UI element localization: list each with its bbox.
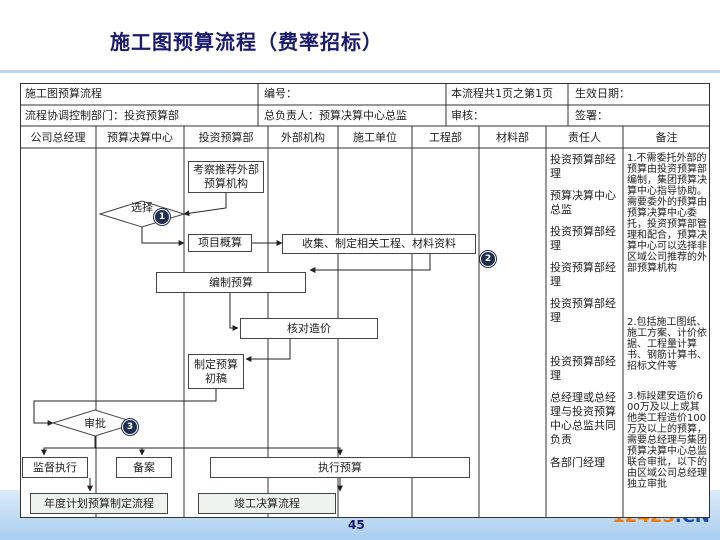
box-collect-materials: 收集、制定相关工程、材料资料 [282, 234, 476, 254]
responsible-5: 投资预算部经理 [550, 297, 616, 324]
lane-header-construction-unit: 施工单位 [353, 131, 397, 144]
responsible-8: 各部门经理 [550, 456, 605, 469]
box-project-estimate: 项目概算 [188, 234, 252, 252]
lane-header-materials: 材料部 [496, 131, 529, 144]
box-record: 备案 [116, 457, 172, 478]
box-execute-budget: 执行预算 [210, 457, 470, 478]
responsible-1: 投资预算部经理 [550, 153, 616, 180]
note-3: 3.标段建安造价600万及以上或其他类工程造价100万及以上的预算，需要总经理与… [627, 391, 707, 490]
flow-code: 编号： [264, 87, 297, 100]
responsible-7: 总经理或总经理与投资预算中心总监共同负责 [550, 391, 616, 446]
note-2: 2.包括施工图纸、施工方案、计价依据、工程量计算书、钢筋计算书、招标文件等 [627, 317, 707, 372]
lane-header-investment-budget: 投资预算部 [198, 131, 254, 144]
link-final-accounts-flow[interactable]: 竣工决算流程 [198, 493, 336, 514]
decision-approve-label: 审批 [84, 417, 106, 430]
lane-header-budget-center: 预算决算中心 [107, 131, 173, 144]
page-number: 45 [348, 518, 365, 532]
responsible-4: 投资预算部经理 [550, 261, 616, 288]
flowchart-table: 施工图预算流程 编号： 本流程共1页之第1页 生效日期： 流程协调控制部门：投资… [20, 83, 710, 518]
box-recommend-agency: 考察推荐外部预算机构 [188, 161, 264, 193]
box-draft-budget: 制定预算初稿 [188, 354, 244, 389]
table-border [20, 83, 710, 518]
note-1: 1.不需委托外部的预算由投资预算部编制，集团预算决算中心指导协助。需要委外的预算… [627, 153, 707, 274]
box-supervise: 监督执行 [22, 457, 88, 478]
flowchart-lines [20, 83, 710, 518]
note-badge-2: 2 [480, 251, 496, 267]
box-check-cost: 核对造价 [240, 318, 378, 339]
note-badge-3: 3 [122, 419, 138, 435]
responsible-6: 投资预算部经理 [550, 355, 616, 382]
control-department: 流程协调控制部门：投资预算部 [25, 109, 179, 122]
link-annual-budget-flow[interactable]: 年度计划预算制定流程 [30, 493, 168, 514]
lane-header-external-agency: 外部机构 [281, 131, 325, 144]
decision-select-label: 选择 [131, 201, 153, 214]
box-compile-budget: 编制预算 [156, 272, 306, 293]
review-field: 审核： [451, 109, 484, 122]
lane-header-responsible: 责任人 [568, 131, 601, 144]
sign-field: 签署： [575, 109, 608, 122]
top-divider [0, 70, 720, 73]
lane-header-gm: 公司总经理 [30, 131, 86, 144]
flow-effective-date: 生效日期： [575, 87, 630, 100]
note-badge-1: 1 [154, 209, 170, 225]
responsible-3: 投资预算部经理 [550, 225, 616, 252]
connectors [33, 193, 431, 492]
chief-owner: 总负责人：预算决算中心总监 [264, 109, 407, 122]
flow-pages: 本流程共1页之第1页 [451, 87, 553, 100]
lane-header-engineering: 工程部 [429, 131, 462, 144]
flow-name: 施工图预算流程 [25, 87, 102, 100]
lane-header-notes: 备注 [655, 131, 678, 144]
page-title: 施工图预算流程（费率招标） [110, 30, 383, 54]
responsible-2: 预算决算中心总监 [550, 189, 616, 216]
